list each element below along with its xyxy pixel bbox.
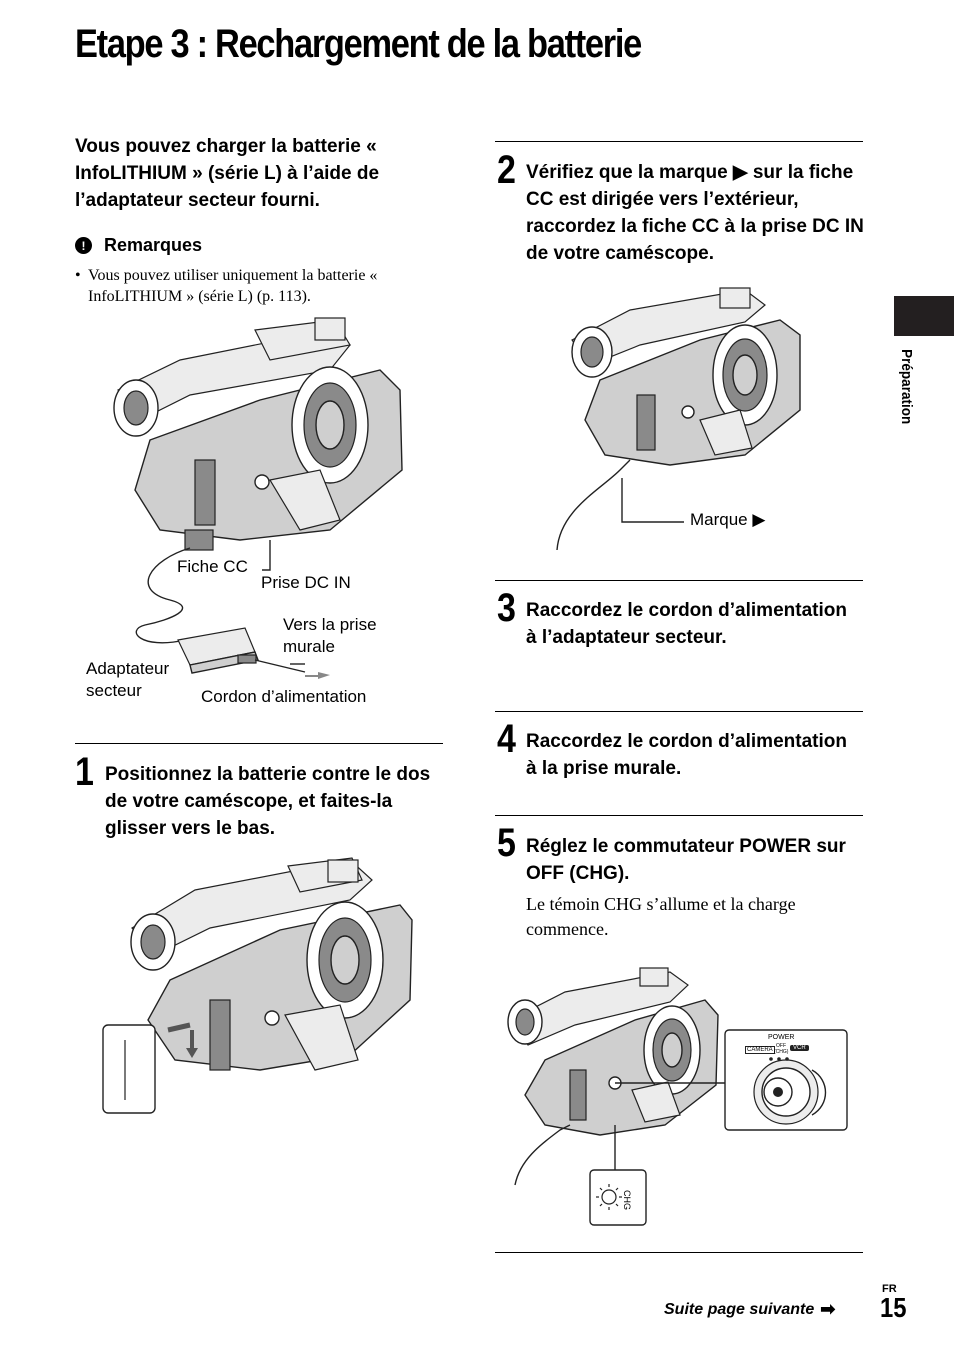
bullet-icon: •: [75, 267, 81, 284]
page-number: 15: [880, 1292, 907, 1323]
step4-number: 4: [497, 717, 516, 761]
step1-number: 1: [75, 750, 94, 794]
label-adapter-2: secteur: [86, 681, 142, 700]
label-outlet-2: murale: [283, 637, 335, 656]
label-mark: Marque ▶: [690, 510, 766, 529]
step5-number: 5: [497, 821, 516, 865]
note-item-text: Vous pouvez utiliser uniquement la batte…: [88, 267, 378, 305]
step3-text: Raccordez le cordon d’alimentation à l’a…: [526, 600, 847, 648]
step5-text: Réglez le commutateur POWER sur OFF (CHG…: [526, 836, 846, 884]
page-title: Etape 3 : Rechargement de la batterie: [75, 22, 642, 66]
label-adapter-1: Adaptateur: [86, 659, 170, 678]
step3-divider: [495, 580, 863, 581]
chg-mode-label: (CHG): [774, 1049, 789, 1055]
next-page-text: Suite page suivante: [664, 1300, 815, 1318]
arrow-right-icon: ➡: [820, 1299, 836, 1319]
power-label: POWER: [768, 1034, 795, 1041]
chg-lamp-label: CHG: [622, 1190, 632, 1210]
step2-divider: [495, 141, 863, 142]
step1-text: Positionnez la batterie contre le dos de…: [105, 764, 431, 839]
next-page-note: Suite page suivante ➡: [664, 1299, 835, 1320]
language-code: FR: [882, 1283, 897, 1295]
step5-camcorder-drawing: [507, 967, 719, 1136]
step1-camcorder-drawing: [102, 857, 413, 1114]
step3-number: 3: [497, 586, 516, 630]
label-jack: Prise DC IN: [261, 573, 351, 592]
section-tab: [894, 296, 954, 336]
label-plug: Fiche CC: [177, 557, 248, 576]
step4-text: Raccordez le cordon d’alimentation à la …: [526, 731, 847, 779]
note-item: • Vous pouvez utiliser uniquement la bat…: [75, 265, 435, 307]
off-label: OFF: [776, 1043, 786, 1049]
camcorder-drawing: [113, 317, 403, 551]
notes-heading: ! Remarques: [75, 235, 202, 256]
camera-label: CAMERA: [745, 1046, 775, 1054]
bottom-divider: [495, 1252, 863, 1253]
section-label: Préparation: [898, 349, 915, 425]
ac-adapter-drawing: [177, 627, 259, 674]
intro-text: Vous pouvez charger la batterie « InfoLI…: [75, 136, 380, 211]
step2-text: Vérifiez que la marque ▶ sur la fiche CC…: [526, 162, 864, 264]
notes-heading-label: Remarques: [104, 235, 203, 255]
step1-divider: [75, 743, 443, 744]
label-cord: Cordon d’alimentation: [201, 687, 367, 706]
step2-number: 2: [497, 148, 516, 192]
vcr-label: VCR: [790, 1045, 809, 1051]
label-outlet-1: Vers la prise: [283, 615, 377, 634]
step5-divider: [495, 815, 863, 816]
step2-camcorder-drawing: [571, 287, 801, 466]
step4-divider: [495, 711, 863, 712]
note-icon: !: [75, 237, 92, 254]
step5-body: Le témoin CHG s’allume et la charge comm…: [526, 894, 796, 939]
